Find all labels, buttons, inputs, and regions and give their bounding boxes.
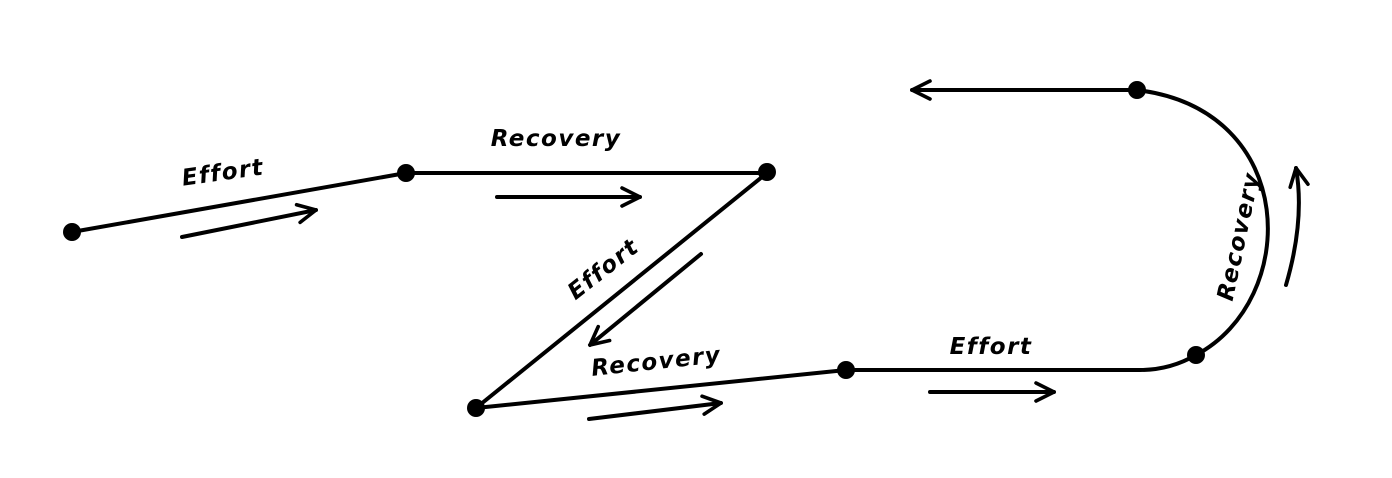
path-node bbox=[758, 163, 776, 181]
segment-label-recovery-1: Recovery bbox=[491, 126, 622, 152]
segment-label-recovery-2: Recovery bbox=[590, 342, 723, 382]
path-line-recovery-3 bbox=[1135, 88, 1270, 357]
direction-arrow-effort-1 bbox=[180, 202, 318, 239]
path-line-effort-1 bbox=[70, 171, 408, 234]
path-node bbox=[837, 361, 855, 379]
path-node bbox=[63, 223, 81, 241]
direction-arrow-recovery-3 bbox=[1284, 166, 1310, 287]
path-line-recovery-2 bbox=[474, 368, 848, 410]
path-line-effort-2 bbox=[474, 171, 769, 410]
direction-arrow-effort-2 bbox=[588, 252, 703, 347]
direction-arrow-recovery-2 bbox=[587, 394, 723, 421]
segment-label-effort-2: Effort bbox=[563, 234, 644, 306]
path-node bbox=[397, 164, 415, 182]
path-node bbox=[467, 399, 485, 417]
path-node bbox=[1187, 346, 1205, 364]
segment-label-effort-3: Effort bbox=[950, 334, 1033, 360]
path-node bbox=[1128, 81, 1146, 99]
segment-label-effort-1: Effort bbox=[180, 154, 266, 191]
